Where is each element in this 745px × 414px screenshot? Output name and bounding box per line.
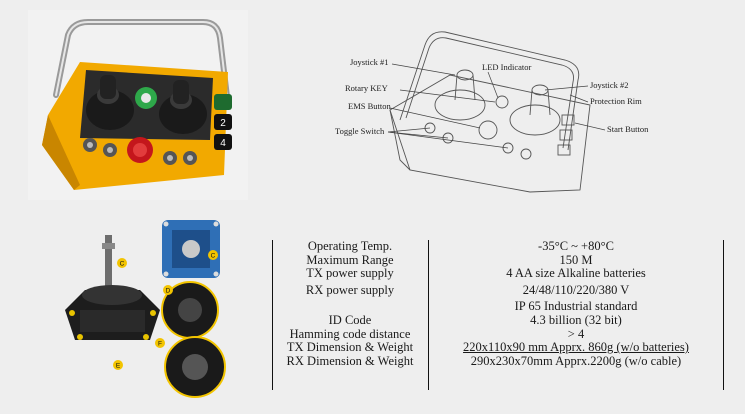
side-button-2: 2 — [220, 118, 226, 129]
spec-labels: Operating Temp. Maximum Range TX power s… — [272, 239, 428, 368]
spec-value: 4 AA size Alkaline batteries — [506, 266, 646, 281]
callout-toggle: Toggle Switch — [335, 126, 385, 136]
spec-label: ID Code — [328, 312, 372, 327]
table-rule-right — [723, 240, 724, 390]
spec-label: Operating Temp. — [307, 239, 393, 253]
marker-e: E — [116, 363, 121, 370]
spec-label: TX Dimension & Weight — [286, 340, 414, 355]
spec-label: RX Dimension & Weight — [286, 353, 414, 368]
callout-joystick2: Joystick #2 — [590, 80, 629, 90]
callout-led: LED Indicator — [482, 62, 532, 72]
marker-c-pcb: C — [211, 253, 216, 260]
marker-d: D — [166, 288, 171, 295]
spec-label: Maximum Range — [306, 252, 394, 267]
table-rule-middle — [428, 240, 429, 390]
spec-label: Hamming code distance — [289, 326, 411, 341]
callout-rotary-key: Rotary KEY — [345, 83, 388, 93]
spec-value: 24/48/110/220/380 V — [522, 282, 630, 297]
spec-value: > 4 — [567, 326, 585, 341]
callout-ems: EMS Button — [348, 101, 391, 111]
specs-table: Operating Temp. Maximum Range TX power s… — [272, 239, 724, 390]
spec-label: TX power supply — [306, 266, 394, 281]
spec-label: RX power supply — [305, 282, 395, 297]
spec-value: 220x110x90 mm Apprx. 860g (w/o batteries… — [463, 340, 689, 355]
marker-c-shaft: C — [120, 261, 125, 268]
spec-value: IP 65 Industrial standard — [514, 299, 638, 314]
callout-joystick1: Joystick #1 — [350, 57, 389, 67]
spec-value: 150 M — [559, 252, 593, 267]
spec-value: -35°C ~ +80°C — [538, 239, 614, 253]
joystick-module-photo: C C D E F — [60, 215, 235, 405]
marker-f: F — [158, 341, 162, 348]
side-button-4: 4 — [220, 138, 226, 149]
spec-value: 4.3 billion (32 bit) — [530, 312, 622, 327]
spec-value: 290x230x70mm Apprx.2200g (w/o cable) — [470, 353, 682, 368]
callout-rim: Protection Rim — [590, 96, 642, 106]
spec-values: -35°C ~ +80°C 150 M 4 AA size Alkaline b… — [428, 239, 724, 368]
spec-label-empty — [272, 300, 428, 314]
remote-photo: 2 4 — [28, 10, 248, 200]
table-rule-left — [272, 240, 273, 390]
callout-start: Start Button — [607, 124, 649, 134]
remote-diagram: Joystick #1 LED Indicator Rotary KEY Joy… — [330, 20, 680, 195]
